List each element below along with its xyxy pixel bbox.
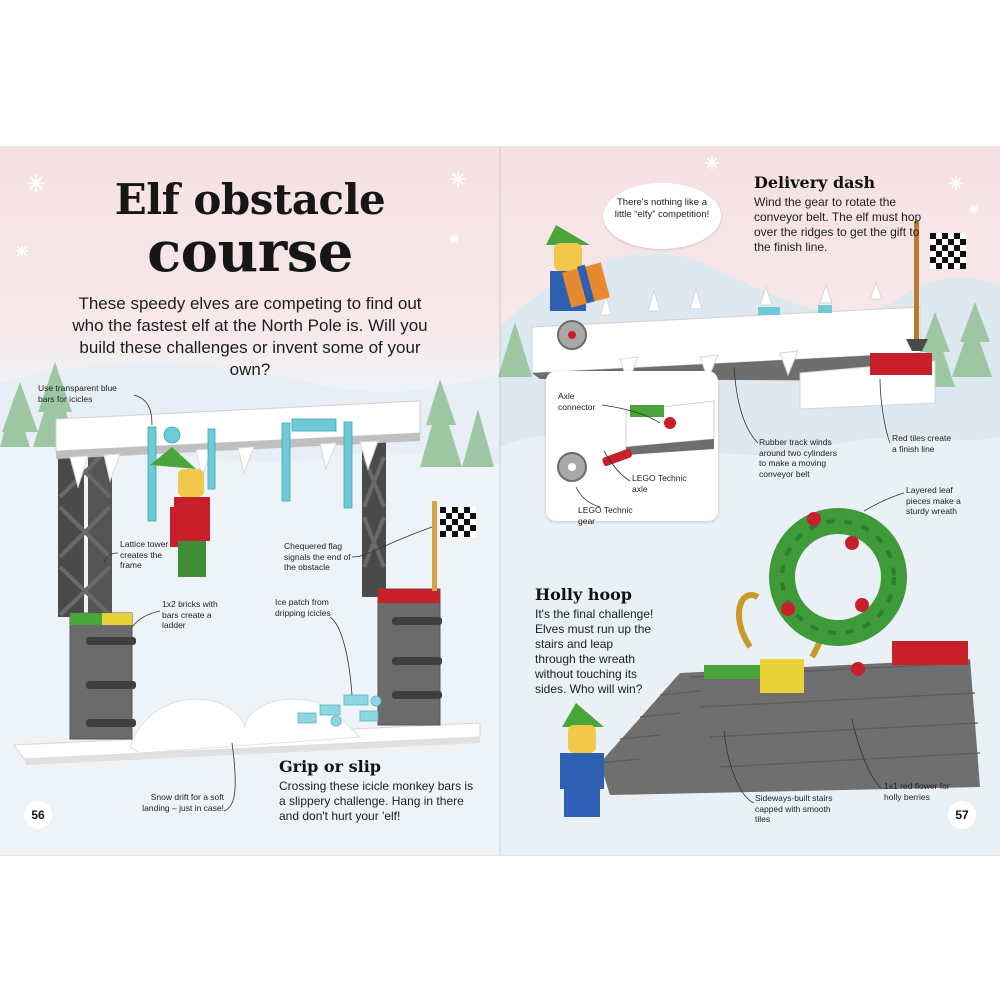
page-title: Elf obstacle course [90,175,410,285]
holly-berry-icon [781,512,869,676]
chequered-flag-icon [440,507,476,537]
annotation-technic-gear: LEGO Technic gear [578,505,633,526]
annotation-stairs: Sideways-built stairs capped with smooth… [755,793,833,824]
page-title-line2: course [147,219,353,285]
elf-minifigure-hanging [150,447,210,577]
annotation-technic-axle: LEGO Technic axle [632,473,687,494]
annotation-bricks-ladder: 1x2 bricks with bars create a ladder [162,599,218,630]
gear-icon [557,452,587,482]
elf-minifigure-gift [546,225,610,311]
annotation-snow-drift: Snow drift for a soft landing – just in … [142,792,224,813]
annotation-layered-leaf: Layered leaf pieces make a sturdy wreath [906,485,961,516]
delivery-dash-text: Wind the gear to rotate the conveyor bel… [754,195,922,254]
wreath-icon [769,508,907,676]
grip-or-slip-heading: Grip or slip [279,757,381,776]
book-gutter [499,147,501,855]
speech-bubble-text: There's nothing like a little “elfy” com… [614,197,710,220]
annotation-red-tiles: Red tiles create a finish line [892,433,952,454]
grip-or-slip-text: Crossing these icicle monkey bars is a s… [279,779,474,823]
holly-hoop-text: It's the final challenge! Elves must run… [535,607,654,696]
page-number-left: 56 [24,801,52,829]
delivery-dash-heading: Delivery dash [754,173,876,192]
annotation-ice-patch: Ice patch from dripping icicles [275,597,331,618]
chequered-flag-icon [930,233,966,269]
speech-bubble: There's nothing like a little “elfy” com… [603,183,721,249]
annotation-transparent-bars: Use transparent blue bars for icicles [38,383,117,404]
annotation-red-flower: 1x1 red flower for holly berries [884,781,950,802]
holly-hoop-heading: Holly hoop [535,585,632,604]
annotation-rubber-track: Rubber track winds around two cylinders … [759,437,837,479]
monkey-bars-model [13,400,481,765]
elf-minifigure-running [560,703,604,817]
holly-hoop-model [560,508,981,817]
page-number-right: 57 [948,801,976,829]
annotation-axle-connector: Axle connector [558,391,596,412]
book-spread: There's nothing like a little “elfy” com… [0,146,1000,856]
annotation-lattice-tower: Lattice tower creates the frame [120,539,169,570]
annotation-chequered-flag: Chequered flag signals the end of the ob… [284,541,351,572]
page-title-line1: Elf obstacle [114,175,386,224]
snowflake-icon [16,156,979,257]
intro-paragraph: These speedy elves are competing to find… [72,294,428,379]
